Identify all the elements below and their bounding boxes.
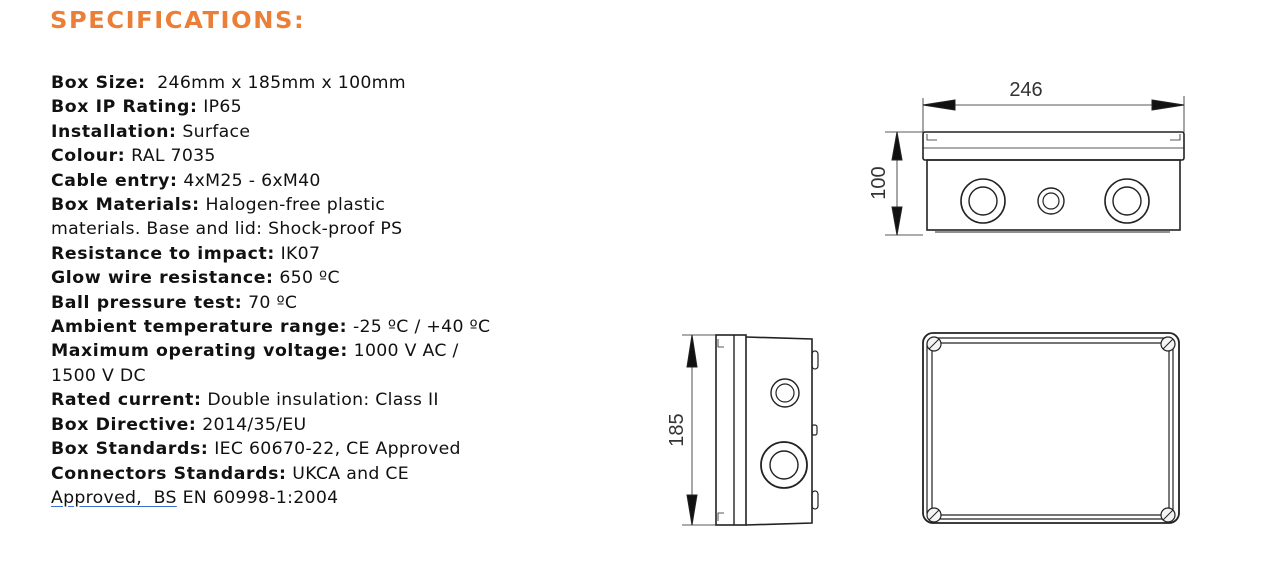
page-title: SPECIFICATIONS: (50, 8, 306, 34)
spec-link-text[interactable]: Approved, BS (51, 487, 177, 508)
spec-box-standards: Box Standards: IEC 60670-22, CE Approved (51, 437, 651, 461)
screw-icon (926, 507, 942, 523)
spec-label: Ambient temperature range: (51, 317, 348, 338)
spec-value: 246mm x 185mm x 100mm (145, 73, 406, 93)
spec-value: EN 60998-1:2004 (176, 487, 339, 508)
spec-label: Glow wire resistance: (51, 268, 274, 289)
screw-icon (926, 336, 942, 352)
spec-label: Rated current: (51, 390, 202, 411)
width-dimension-label: 246 (1009, 79, 1042, 101)
spec-value: materials. Base and lid: Shock-proof PS (51, 219, 403, 240)
height-dimension-label: 100 (868, 166, 890, 199)
spec-impact: Resistance to impact: IK07 (51, 242, 651, 266)
side-view-diagram: 185 (666, 334, 819, 526)
spec-label: Box IP Rating: (51, 97, 198, 118)
spec-label: Ball pressure test: (51, 292, 243, 313)
spec-value: 650 ºC (273, 268, 340, 289)
spec-value: UKCA and CE (286, 463, 409, 484)
spec-box-directive: Box Directive: 2014/35/EU (51, 413, 651, 437)
spec-label: Box Standards: (51, 439, 209, 460)
spec-value: RAL 7035 (125, 146, 216, 167)
spec-label: Box Directive: (51, 414, 197, 435)
spec-value: 1500 V DC (51, 365, 146, 386)
top-view-diagram (922, 332, 1180, 524)
spec-label: Installation: (51, 121, 177, 142)
spec-value: Halogen-free plastic (199, 195, 386, 216)
spec-label: Maximum operating voltage: (51, 341, 348, 362)
spec-label: Box Size: (51, 73, 146, 93)
spec-value: 4xM25 - 6xM40 (177, 170, 321, 191)
screw-icon (1160, 507, 1176, 523)
spec-glow-wire: Glow wire resistance: 650 ºC (51, 266, 651, 290)
spec-value: IEC 60670-22, CE Approved (208, 439, 461, 460)
spec-max-voltage-cont: 1500 V DC (51, 364, 651, 388)
spec-label: Colour: (51, 146, 126, 167)
spec-box-size: Box Size: 246mm x 185mm x 100mm (51, 71, 651, 95)
spec-label: Connectors Standards: (51, 463, 287, 484)
spec-label: Resistance to impact: (51, 243, 275, 264)
spec-installation: Installation: Surface (51, 120, 651, 144)
spec-label: Cable entry: (51, 170, 178, 191)
spec-value: 70 ºC (242, 292, 298, 313)
spec-ambient-temp: Ambient temperature range: -25 ºC / +40 … (51, 315, 651, 339)
spec-connectors-standards: Connectors Standards: UKCA and CE (51, 462, 651, 486)
specifications-list: Box Size: 246mm x 185mm x 100mm Box IP R… (51, 71, 651, 510)
depth-dimension-label: 185 (666, 413, 688, 446)
spec-ip-rating: Box IP Rating: IP65 (51, 95, 651, 119)
spec-box-materials-cont: materials. Base and lid: Shock-proof PS (51, 217, 651, 241)
screw-icon (1160, 336, 1176, 352)
spec-ball-pressure: Ball pressure test: 70 ºC (51, 291, 651, 315)
spec-connectors-standards-cont: Approved, BS EN 60998-1:2004 (51, 486, 651, 510)
spec-value: -25 ºC / +40 ºC (347, 317, 491, 338)
spec-value: IK07 (274, 243, 321, 264)
spec-value: Surface (176, 121, 251, 142)
front-view-diagram: 246 100 (868, 79, 1185, 236)
spec-colour: Colour: RAL 7035 (51, 144, 651, 168)
spec-label: Box Materials: (51, 195, 200, 216)
spec-value: 1000 V AC / (347, 341, 459, 362)
spec-value: IP65 (197, 97, 242, 118)
spec-value: 2014/35/EU (196, 414, 307, 435)
spec-rated-current: Rated current: Double insulation: Class … (51, 388, 651, 412)
spec-box-materials: Box Materials: Halogen-free plastic (51, 193, 651, 217)
spec-cable-entry: Cable entry: 4xM25 - 6xM40 (51, 169, 651, 193)
spec-value: Double insulation: Class II (201, 390, 439, 411)
spec-max-voltage: Maximum operating voltage: 1000 V AC / (51, 339, 651, 363)
